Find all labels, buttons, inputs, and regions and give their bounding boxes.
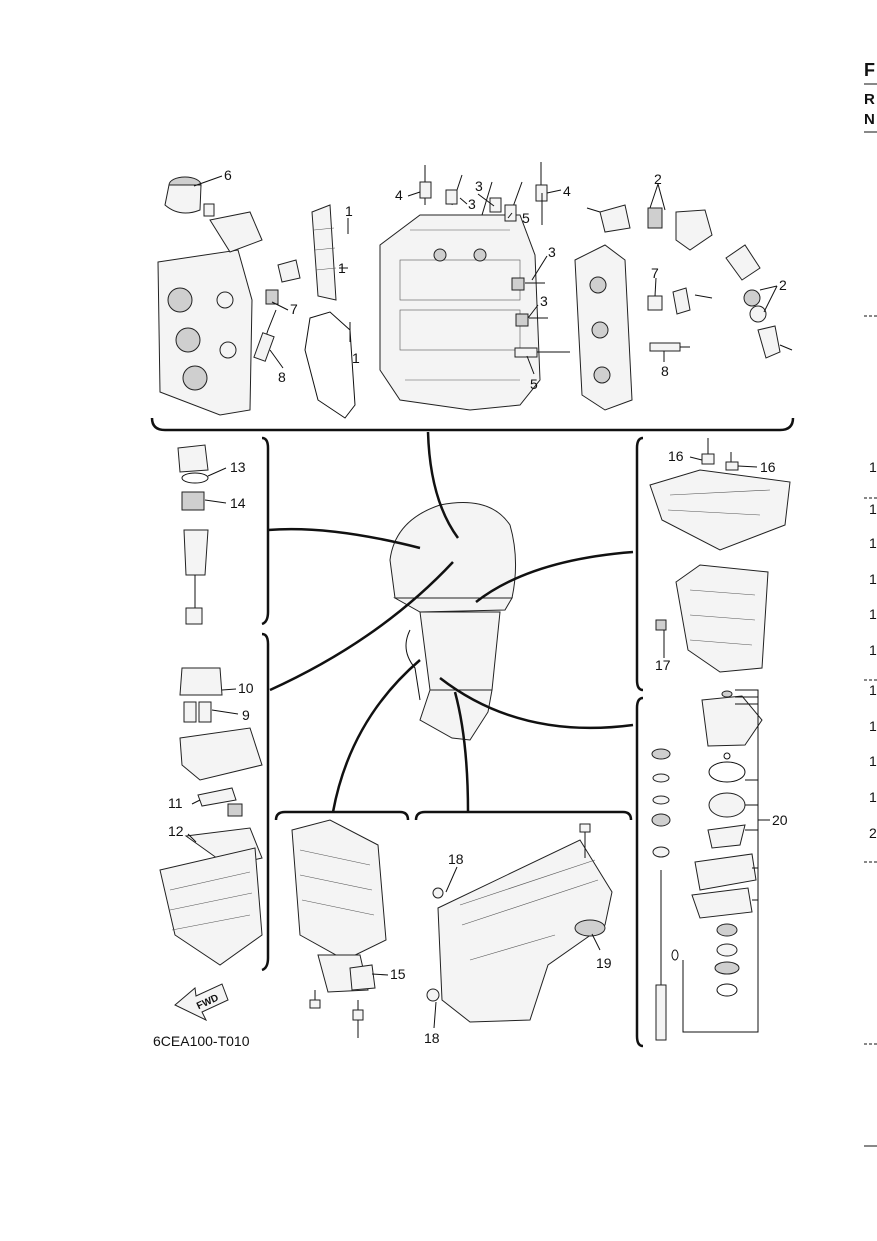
fwd-arrow-icon: FWD bbox=[174, 983, 229, 1022]
right-edge-item: 1 bbox=[869, 535, 877, 551]
callout-1: 1 bbox=[352, 350, 360, 366]
header-letter-r: R bbox=[864, 91, 875, 108]
cylinder-head-right-part bbox=[574, 244, 633, 411]
cylinder-head-left-part bbox=[157, 211, 263, 416]
callout-7: 7 bbox=[290, 301, 298, 317]
callout-1: 1 bbox=[345, 203, 353, 219]
callout-17: 17 bbox=[655, 657, 671, 673]
right-edge-item: 1 bbox=[869, 606, 877, 622]
callout-3: 3 bbox=[468, 196, 476, 212]
callout-8: 8 bbox=[278, 369, 286, 385]
callout-16: 16 bbox=[760, 459, 776, 475]
powerhead-group: 6 1 1 1 4 3 3 5 4 3 3 5 2 2 7 8 7 8 bbox=[150, 162, 795, 432]
right-edge-list: 1 1 1 1 1 1 1 1 1 1 2 bbox=[869, 459, 877, 841]
callout-3: 3 bbox=[540, 293, 548, 309]
exhaust-cover-part bbox=[311, 204, 337, 301]
callout-2: 2 bbox=[779, 277, 787, 293]
right-edge-item: 2 bbox=[869, 825, 877, 841]
callout-8: 8 bbox=[661, 363, 669, 379]
callout-4: 4 bbox=[395, 187, 403, 203]
callout-19: 19 bbox=[596, 955, 612, 971]
fuel-system-group: 13 14 10 9 11 12 FWD 6CEA100-T010 bbox=[153, 436, 270, 1049]
right-edge-item: 1 bbox=[869, 753, 877, 769]
callout-9: 9 bbox=[242, 707, 250, 723]
header-letter-n: N bbox=[864, 111, 875, 128]
callout-18: 18 bbox=[424, 1030, 440, 1046]
callout-7: 7 bbox=[651, 265, 659, 281]
outboard-motor-silhouette bbox=[389, 502, 517, 741]
callout-1: 1 bbox=[338, 260, 346, 276]
callout-14: 14 bbox=[230, 495, 246, 511]
right-edge-item: 1 bbox=[869, 682, 877, 698]
right-edge-item: 1 bbox=[869, 571, 877, 587]
crankcase-block-part bbox=[379, 214, 541, 411]
right-edge-item: 1 bbox=[869, 501, 877, 517]
callout-20: 20 bbox=[772, 812, 788, 828]
callout-4: 4 bbox=[563, 183, 571, 199]
callout-15: 15 bbox=[390, 966, 406, 982]
callout-11: 11 bbox=[168, 795, 183, 811]
callout-13: 13 bbox=[230, 459, 246, 475]
callout-5: 5 bbox=[522, 210, 530, 226]
lower-unit-group: 18 19 18 bbox=[414, 810, 633, 1046]
right-edge-item: 1 bbox=[869, 718, 877, 734]
right-edge-item: 1 bbox=[869, 642, 877, 658]
callout-2: 2 bbox=[654, 171, 662, 187]
right-edge-item: 1 bbox=[869, 459, 877, 475]
oil-filter-part bbox=[164, 176, 215, 217]
header-letter-f: F bbox=[864, 60, 875, 80]
callout-3: 3 bbox=[475, 178, 483, 194]
oil-pan-group: 16 16 17 bbox=[635, 436, 791, 692]
callout-10: 10 bbox=[238, 680, 254, 696]
water-pump-group: 20 bbox=[635, 689, 788, 1048]
diagram-code: 6CEA100-T010 bbox=[153, 1033, 250, 1049]
callout-16: 16 bbox=[668, 448, 684, 464]
callout-5: 5 bbox=[530, 376, 538, 392]
callout-6: 6 bbox=[224, 167, 232, 183]
callout-3: 3 bbox=[548, 244, 556, 260]
right-edge-item: 1 bbox=[869, 789, 877, 805]
clamp-bracket-group: 15 bbox=[274, 810, 410, 1038]
callout-18: 18 bbox=[448, 851, 464, 867]
callout-12: 12 bbox=[168, 823, 184, 839]
